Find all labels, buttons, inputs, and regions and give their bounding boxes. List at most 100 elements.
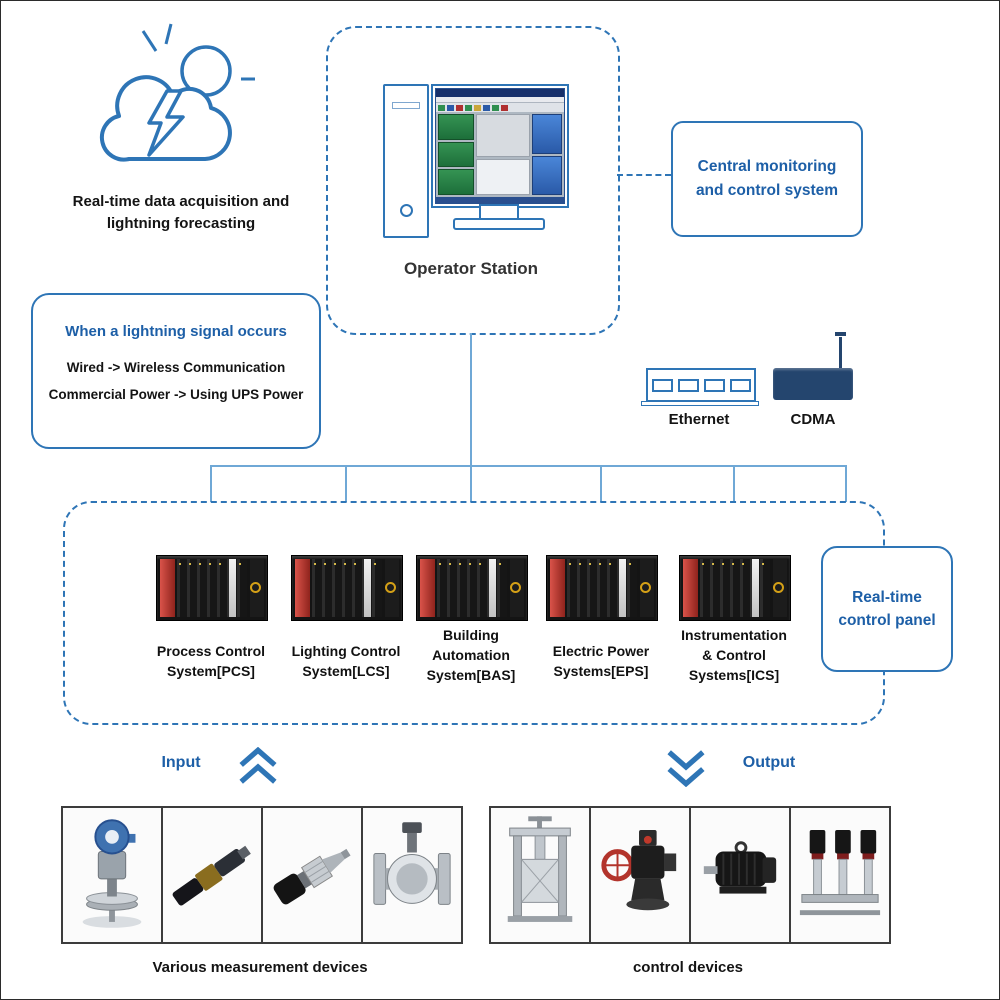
screen-blue-panels [532,114,562,195]
pressure-transducer-icon [273,848,351,905]
green-panel [438,114,474,140]
toolbar-square [456,104,463,111]
cloud-caption-line2: lightning forecasting [106,215,256,232]
plc-connector-ring [250,582,261,593]
central-monitoring-line1: Central monitoring [697,158,837,175]
device-cell [161,808,261,942]
panel-label-line: System[PCS] [167,663,255,679]
central-monitoring-box: Central monitoring and control system [671,121,863,237]
bus-drop-line [733,465,735,502]
cloud-caption-line1: Real-time data acquisition and [72,193,290,210]
panel-label-bas: Building Automation System[BAS] [396,625,546,685]
plc-connector-ring [510,582,521,593]
cloud-caption: Real-time data acquisition and lightning… [56,191,306,235]
output-label: Output [742,754,796,771]
booster-pump-set-icon [799,830,881,916]
motorized-valve-icon [601,830,677,911]
cylindrical-sensor-icon [172,845,251,906]
notice-rule1: Wired -> Wireless Communication [66,360,286,375]
ethernet-port [703,378,725,392]
plc-red-module [160,559,175,617]
central-dashed-connector [617,174,671,176]
screen-statusbar [436,197,564,203]
device-cell [491,808,589,942]
green-panel [438,141,474,168]
toolbar-square [474,104,481,111]
screen-toolbar [436,103,564,112]
cdma-antenna-tip [835,332,846,336]
operator-station-label: Operator Station [403,259,539,278]
panel-label-line: Automation [432,647,510,663]
toolbar-square [438,104,445,111]
plc-red-module [550,559,565,617]
device-cell [63,808,161,942]
badge-line2: control panel [838,612,936,629]
device-cell [261,808,361,942]
tower-power-button [400,204,413,217]
pressure-transmitter-icon [82,819,142,928]
ethernet-port [729,378,751,392]
green-panel [438,169,474,196]
measurement-caption: Various measurement devices [152,959,368,976]
blue-panel [532,155,562,195]
plc-module-bas [416,555,528,621]
panel-label-pcs: Process Control System[PCS] [136,641,286,681]
plc-indicator-leds [569,563,635,565]
bus-drop-line [600,465,602,502]
ethernet-switch-icon [646,368,756,402]
panel-label-ics: Instrumentation & Control Systems[ICS] [659,625,809,685]
device-cell [689,808,789,942]
plc-slot-modules [700,559,770,617]
device-cell [789,808,889,942]
plc-connector-ring [773,582,784,593]
cdma-antenna [839,337,842,369]
plc-indicator-leds [702,563,768,565]
cdma-modem-icon [773,368,853,400]
screen-mid-panels [476,114,530,195]
measurement-devices-strip [61,806,463,944]
ethernet-switch-base [641,401,759,406]
plc-connector-ring [640,582,651,593]
network-bus-line [211,465,847,467]
plc-connector-ring [385,582,396,593]
input-label: Input [161,754,201,771]
cdma-label: CDMA [790,411,836,428]
bus-drop-line [345,465,347,502]
toolbar-square [465,104,472,111]
panel-label-line: Lighting Control [291,643,401,659]
plc-module-pcs [156,555,268,621]
sluice-gate-icon [507,816,573,922]
panel-label-line: Systems[EPS] [553,663,649,679]
plc-slot-modules [312,559,382,617]
monitor-base [453,218,545,230]
ethernet-port [651,378,673,392]
panel-label-line: Process Control [156,643,266,659]
toolbar-square [447,104,454,111]
panel-label-line: Instrumentation [681,627,787,643]
bus-drop-line [845,465,847,502]
central-monitoring-line2: and control system [695,182,839,199]
lightning-cloud-icon [99,23,255,162]
toolbar-square [483,104,490,111]
screen-body [436,112,564,197]
input-chevrons-up-icon [239,747,277,784]
panel-label-lcs: Lighting Control System[LCS] [271,641,421,681]
toolbar-square [492,104,499,111]
plc-white-module [619,559,626,617]
notice-rule2: Commercial Power -> Using UPS Power [48,387,304,402]
plc-indicator-leds [439,563,505,565]
device-cell [361,808,461,942]
control-devices-strip [489,806,891,944]
realtime-control-panel-badge: Real-time control panel [821,546,953,672]
device-cell [589,808,689,942]
panel-label-line: System[BAS] [426,667,516,683]
lightning-notice-box: When a lightning signal occurs Wired -> … [31,293,321,449]
operator-bus-line [470,333,472,465]
plc-slot-modules [437,559,507,617]
ethernet-port [677,378,699,392]
screen-menubar [436,97,564,103]
plc-module-eps [546,555,658,621]
bus-drop-line [470,465,472,502]
plc-slot-modules [177,559,247,617]
